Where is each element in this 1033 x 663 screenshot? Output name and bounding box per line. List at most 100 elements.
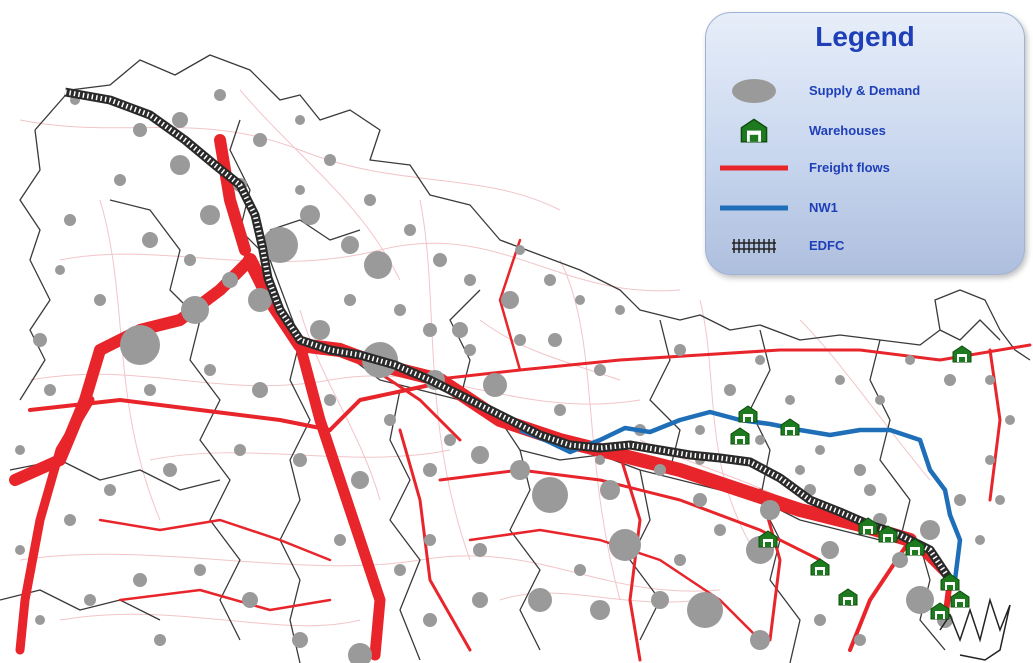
supply-demand-node [864, 484, 876, 496]
supply-demand-node [341, 236, 359, 254]
warehouse-marker [758, 530, 778, 548]
supply-demand-node [687, 592, 723, 628]
supply-demand-node [300, 205, 320, 225]
supply-demand-node [94, 294, 106, 306]
supply-demand-node [483, 373, 507, 397]
supply-demand-node [693, 493, 707, 507]
supply-demand-node [695, 425, 705, 435]
supply-demand-node [985, 375, 995, 385]
supply-demand-node [514, 334, 526, 346]
supply-demand-node [892, 552, 908, 568]
supply-demand-node [423, 613, 437, 627]
supply-demand-node [471, 446, 489, 464]
supply-demand-node [154, 634, 166, 646]
supply-demand-node [35, 615, 45, 625]
supply-demand-node [423, 323, 437, 337]
supply-demand-node [324, 394, 336, 406]
blue-line-icon [720, 205, 788, 211]
supply-demand-node [795, 465, 805, 475]
supply-demand-node [835, 375, 845, 385]
supply-demand-node [222, 272, 238, 288]
supply-demand-node [464, 274, 476, 286]
supply-demand-node [528, 588, 552, 612]
supply-demand-node [334, 534, 346, 546]
supply-demand-node [252, 382, 268, 398]
supply-demand-node [594, 364, 606, 376]
supply-demand-node [452, 322, 468, 338]
supply-demand-node [194, 564, 206, 576]
supply-demand-node [473, 543, 487, 557]
supply-demand-node [472, 592, 488, 608]
warehouse-marker [950, 590, 970, 608]
supply-demand-node [364, 251, 392, 279]
supply-demand-node [84, 594, 96, 606]
legend-label: NW1 [809, 200, 838, 215]
supply-demand-node [515, 245, 525, 255]
supply-demand-node [15, 445, 25, 455]
supply-demand-node [444, 434, 456, 446]
supply-demand-node [184, 254, 196, 266]
legend-panel: Legend Supply & Demand Warehouses Freigh… [705, 12, 1025, 275]
supply-demand-node [204, 364, 216, 376]
supply-demand-node [114, 174, 126, 186]
supply-demand-node [292, 632, 308, 648]
supply-demand-node [104, 484, 116, 496]
edfc-corridor-ties [64, 89, 953, 582]
supply-demand-node [44, 384, 56, 396]
supply-demand-node [242, 592, 258, 608]
supply-demand-node [262, 227, 298, 263]
supply-demand-node [985, 455, 995, 465]
supply-demand-node [944, 374, 956, 386]
supply-demand-node [654, 464, 666, 476]
supply-demand-node [170, 155, 190, 175]
supply-demand-node [324, 154, 336, 166]
supply-demand-node [609, 529, 641, 561]
supply-demand-node [854, 634, 866, 646]
warehouse-marker [730, 427, 750, 445]
warehouse-marker [952, 345, 972, 363]
supply-demand-node [364, 194, 376, 206]
supply-demand-node [214, 89, 226, 101]
warehouse-marker [810, 558, 830, 576]
supply-demand-node [310, 320, 330, 340]
supply-demand-node [674, 554, 686, 566]
supply-demand-node [433, 253, 447, 267]
supply-demand-node [351, 471, 369, 489]
supply-demand-node [64, 514, 76, 526]
supply-demand-node [755, 355, 765, 365]
legend-label: EDFC [809, 238, 845, 253]
legend-item-nw1: NW1 [706, 193, 1026, 223]
legend-title: Legend [815, 21, 915, 52]
warehouses [730, 345, 972, 620]
supply-demand-nodes [15, 89, 1015, 663]
warehouse-marker [738, 405, 758, 423]
supply-demand-node [295, 185, 305, 195]
supply-demand-node [906, 586, 934, 614]
supply-demand-node [200, 205, 220, 225]
supply-demand-node [750, 630, 770, 650]
supply-demand-node [133, 123, 147, 137]
supply-demand-node [253, 133, 267, 147]
supply-demand-node [295, 115, 305, 125]
supply-demand-node [755, 435, 765, 445]
supply-demand-node [920, 520, 940, 540]
supply-demand-node [144, 384, 156, 396]
supply-demand-node [384, 414, 396, 426]
supply-demand-node [854, 464, 866, 476]
supply-demand-node [724, 384, 736, 396]
supply-demand-node [814, 614, 826, 626]
supply-demand-node [815, 445, 825, 455]
supply-demand-node [344, 294, 356, 306]
supply-demand-node [394, 304, 406, 316]
supply-demand-node [464, 344, 476, 356]
supply-demand-node [821, 541, 839, 559]
supply-demand-node [1005, 415, 1015, 425]
supply-demand-node [120, 325, 160, 365]
supply-demand-node [548, 333, 562, 347]
red-line-icon [720, 165, 788, 171]
supply-demand-node [15, 545, 25, 555]
supply-demand-node [590, 600, 610, 620]
supply-demand-node [674, 344, 686, 356]
supply-demand-node [172, 112, 188, 128]
